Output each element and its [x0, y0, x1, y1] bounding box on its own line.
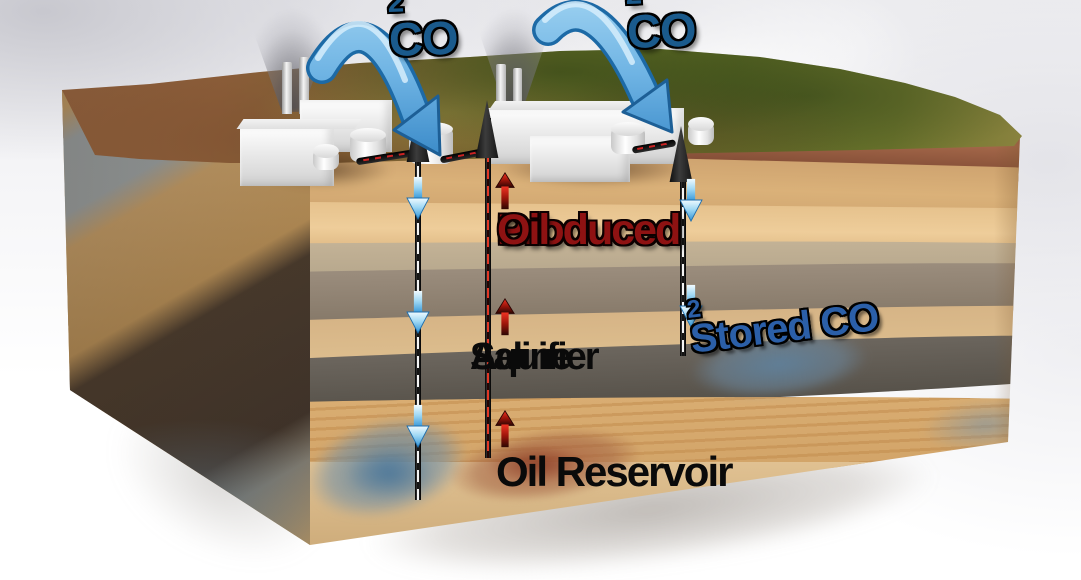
injection-arrow-icon: [406, 404, 430, 448]
co2-label-right-sub: 2: [625, 0, 642, 12]
production-arrow-icon: [495, 409, 515, 448]
co2-label-left-sub: 2: [387, 0, 405, 20]
saline-aquifer-line2: Aquifier: [470, 336, 600, 378]
smokestack-icon: [513, 68, 522, 114]
injection-arrow-icon: [679, 284, 703, 328]
oil-reservoir-label: Oil Reservoir: [496, 448, 733, 495]
saline-aquifer-line1: Saline: [470, 336, 572, 378]
storage-tank-icon: [688, 117, 714, 145]
smokestack-icon: [282, 62, 292, 114]
production-well: [485, 118, 491, 458]
injection-arrow-icon: [406, 176, 430, 220]
injection-arrow-icon: [679, 178, 703, 222]
produced-oil-line2: Oil: [497, 206, 550, 254]
injection-arrow-icon: [406, 290, 430, 334]
stored-co2-sub: 2: [685, 295, 703, 324]
co2-flow-arrow-right: [532, 0, 674, 134]
smokestack-icon: [496, 64, 506, 114]
injection-well-right: [680, 150, 686, 356]
storage-tank-icon: [313, 144, 339, 170]
production-arrow-icon: [495, 171, 515, 210]
production-arrow-icon: [495, 297, 515, 336]
co2-flow-arrow-left: [306, 20, 442, 157]
smokestack-icon: [299, 57, 309, 114]
oil-reservoir-core: [470, 438, 600, 490]
produced-oil-line1: Produced: [497, 206, 681, 254]
